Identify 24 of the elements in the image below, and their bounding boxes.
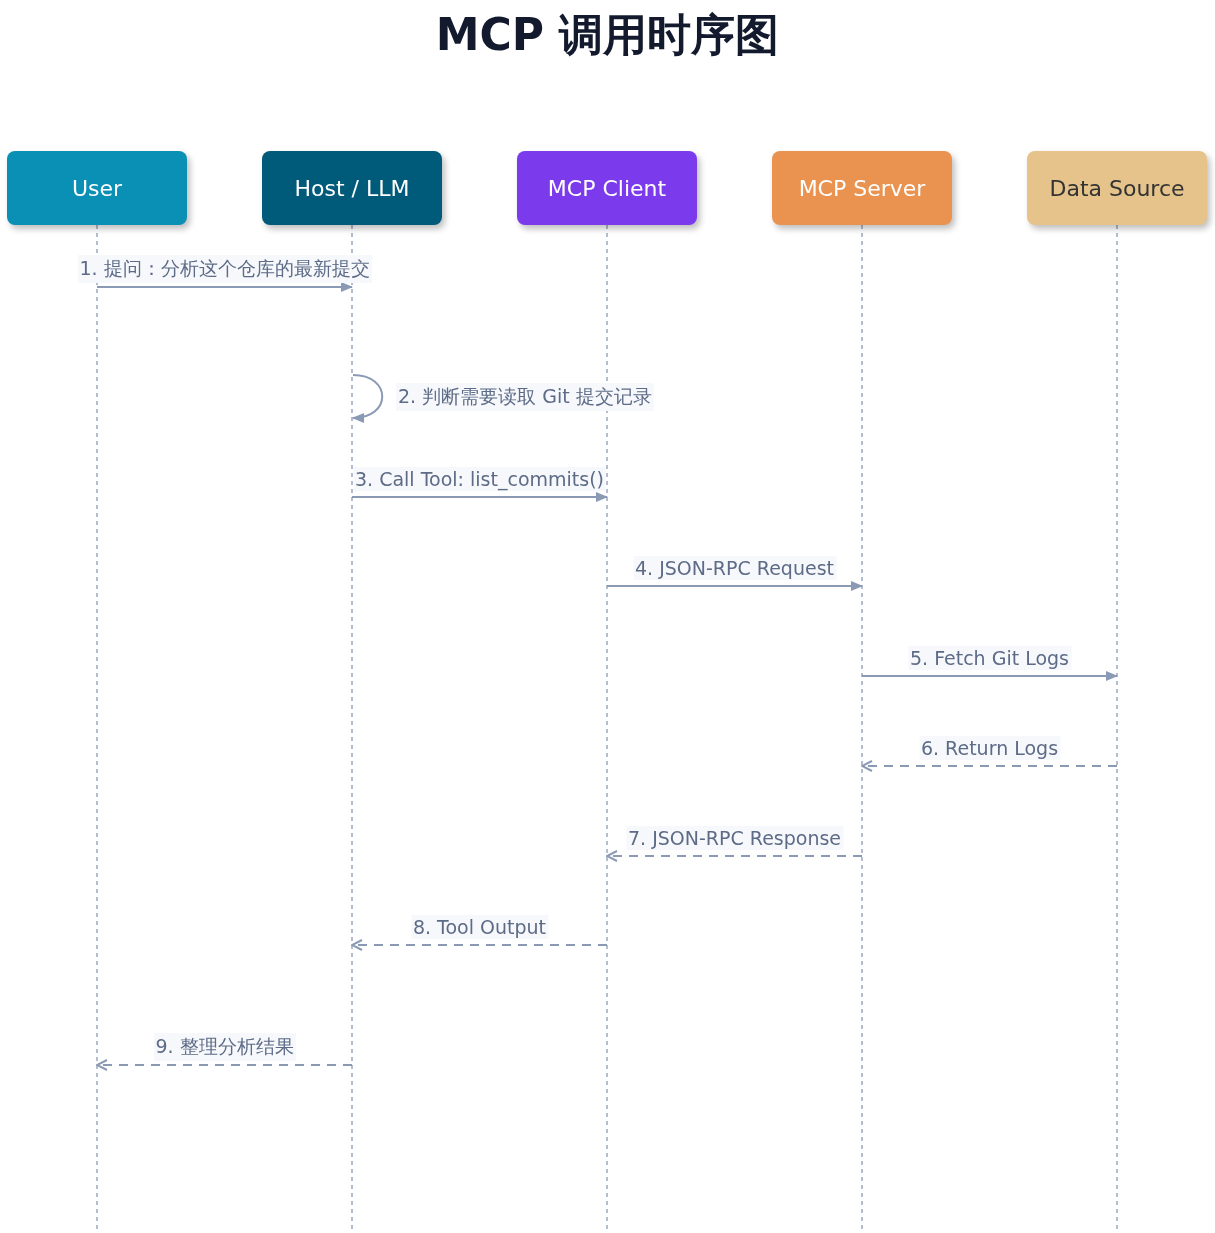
dashed-return-arrow <box>96 1059 353 1071</box>
dashed-return-arrow <box>861 760 1118 772</box>
dashed-return-arrow <box>351 939 608 951</box>
dashed-return-arrow <box>606 850 863 862</box>
message-label: 3. Call Tool: list_commits() <box>353 467 606 491</box>
participant-name: MCP Client <box>547 175 667 201</box>
message-arrow <box>606 581 863 591</box>
diagram-title: MCP 调用时序图 <box>434 8 781 62</box>
message-label: 8. Tool Output <box>410 915 549 939</box>
message-arrow <box>352 374 384 422</box>
message-label: 6. Return Logs <box>918 736 1061 760</box>
message-label: 4. JSON-RPC Request <box>633 556 836 580</box>
participant-name: Data Source <box>1049 175 1185 201</box>
message-label: 1. 提问：分析这个仓库的最新提交 <box>77 255 372 283</box>
participant-name: User <box>71 175 123 201</box>
message-label: 9. 整理分析结果 <box>153 1033 296 1061</box>
message-label: 2. 判断需要读取 Git 提交记录 <box>396 383 654 411</box>
message-label: 5. Fetch Git Logs <box>907 646 1072 670</box>
message-arrow <box>861 671 1118 681</box>
message-arrow <box>96 282 353 292</box>
message-label: 7. JSON-RPC Response <box>625 826 844 850</box>
participant-name: MCP Server <box>798 175 926 201</box>
participant-name: Host / LLM <box>294 175 410 201</box>
message-arrow <box>351 492 608 502</box>
